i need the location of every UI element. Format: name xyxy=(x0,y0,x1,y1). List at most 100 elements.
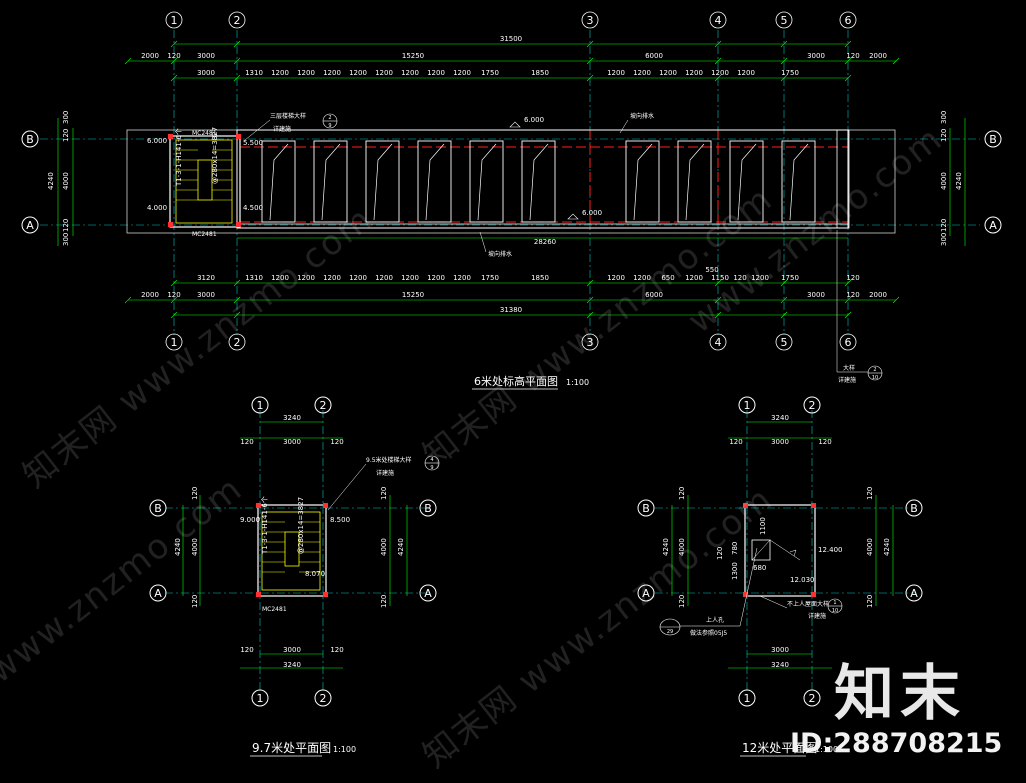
p12-dim-top-edge-l: 120 xyxy=(729,438,742,446)
axis-label-1: 1 xyxy=(171,14,178,27)
skylight-panel xyxy=(521,140,556,223)
p97-dim-rside-outer: 4240 xyxy=(397,538,405,556)
elev-low-left: 4.500 xyxy=(243,204,263,212)
elev-top-mid: 6.000 xyxy=(524,116,544,124)
p12-axis-2-bottom: 2 xyxy=(809,692,816,705)
stair-label-2: @280x14=3827 xyxy=(211,127,219,184)
p12-axis-1-top: 1 xyxy=(744,399,751,412)
axis-bubble-4-bottom: 4 xyxy=(709,333,727,351)
p97-dim-side-inner: 4000 xyxy=(191,538,199,556)
dim-text: 1310 xyxy=(245,274,263,282)
dim-text: 120 xyxy=(167,52,180,60)
axis-label-2: 2 xyxy=(234,336,241,349)
dim-text: 1200 xyxy=(659,69,677,77)
dim-text: 1200 xyxy=(271,69,289,77)
elev-top-left: 6.000 xyxy=(147,137,167,145)
p12-dim-rside-outer: 4240 xyxy=(883,538,891,556)
p12-axis-A-left: A xyxy=(642,587,650,600)
main-plan-title: 6米处标高平面图 xyxy=(474,374,558,388)
p97-dim-top-edge-l: 120 xyxy=(240,438,253,446)
axis-bubble-5-top: 5 xyxy=(775,11,793,29)
p12-ladder-ref: 1 xyxy=(833,600,836,606)
p12-title: 12米处平面图 xyxy=(742,741,817,755)
axis-bubble-3-top: 3 xyxy=(581,11,599,29)
axis-B-right: B xyxy=(989,133,997,146)
parapet-label: 大样 xyxy=(843,364,855,372)
dim-inner: 28260 xyxy=(534,238,556,246)
side-dim-r-top1: 300 xyxy=(940,111,948,124)
p97-stair-label-2: @280x14=3827 xyxy=(297,497,305,554)
dim-text: 1200 xyxy=(271,274,289,282)
side-dim-r-inner: 4000 xyxy=(940,172,948,190)
p97-dim-top-edge-r: 120 xyxy=(330,438,343,446)
p97-axis-2-bottom: 2 xyxy=(320,692,327,705)
skylight-panels xyxy=(261,140,816,223)
p12-note-c: 680 xyxy=(753,564,766,572)
dim-text: 120 xyxy=(846,291,859,299)
p12-elev-inner: 12.030 xyxy=(790,576,815,584)
p97-scale: 1:100 xyxy=(333,745,356,754)
skylight-panel xyxy=(677,140,712,223)
p97-dim-top-outer: 3240 xyxy=(283,414,301,422)
dim-text: 1200 xyxy=(737,69,755,77)
p97-axis-1-bottom: 1 xyxy=(257,692,264,705)
p12-dim-side-outer: 4240 xyxy=(662,538,670,556)
skylight-panel xyxy=(313,140,348,223)
side-dim-outer: 4240 xyxy=(47,172,55,190)
p97-dim-rside-edge-t: 120 xyxy=(380,487,388,500)
dim-text: 2000 xyxy=(869,52,887,60)
dim-text: 1200 xyxy=(427,69,445,77)
grid-lines-vertical xyxy=(173,30,849,335)
p12-scale: 1:100 xyxy=(815,745,838,754)
dim-text: 2000 xyxy=(141,52,159,60)
dim-text: 120 xyxy=(846,274,859,282)
axis-bubble-5-bottom: 5 xyxy=(775,333,793,351)
p12-access-ref: 29 xyxy=(667,629,673,635)
axis-bubble-1-top: 1 xyxy=(165,11,183,29)
skylight-panel xyxy=(261,140,296,223)
p12-axis-2-top: 2 xyxy=(809,399,816,412)
p97-dim-side-outer: 4240 xyxy=(174,538,182,556)
p12-ladder-sub: 详建施 xyxy=(808,612,826,620)
p97-dim-bot-edge-r: 120 xyxy=(330,646,343,654)
dim-overall-bottom: 31380 xyxy=(500,306,522,314)
brand-id: ID:288708215 xyxy=(790,728,1003,759)
skylight-panel xyxy=(625,140,660,223)
skylight-panel xyxy=(365,140,400,223)
p12-access-sheet: 做法参照05J5 xyxy=(690,629,727,637)
dim-text: 120 xyxy=(733,274,746,282)
side-dim-r-outer: 4240 xyxy=(955,172,963,190)
dim-text: 650 xyxy=(661,274,674,282)
p12-axis-B-right: B xyxy=(910,502,918,515)
parapet-sub: 详建施 xyxy=(838,376,856,384)
plan-9-7: T1-3-1-H141-6个 @280x14=3827 1 2 1 2 B A … xyxy=(149,396,440,757)
p97-axis-2-top: 2 xyxy=(320,399,327,412)
slope-note-bottom: 坡向排水 xyxy=(488,250,512,258)
dim-text: 1200 xyxy=(427,274,445,282)
p97-dim-bot-outer: 3240 xyxy=(283,661,301,669)
p97-axis-B-right: B xyxy=(424,502,432,515)
dim-text: 1750 xyxy=(781,69,799,77)
dim-text: 1200 xyxy=(607,69,625,77)
axis-bubble-2-top: 2 xyxy=(228,11,246,29)
dim-text: 1200 xyxy=(453,274,471,282)
p97-title: 9.7米处平面图 xyxy=(252,741,331,755)
dim-text: 1200 xyxy=(401,274,419,282)
stair-core xyxy=(169,135,241,228)
dim-ticks xyxy=(124,40,900,319)
dim-text: 1150 xyxy=(711,274,729,282)
dim-text: 2000 xyxy=(141,291,159,299)
axis-bubble-6-top: 6 xyxy=(839,11,857,29)
plan-12: 1 2 1 2 B A B A 3240 3000 120 120 3000 3… xyxy=(637,396,923,757)
door-tag-top: MC2481 xyxy=(192,130,217,137)
dim-text: 1200 xyxy=(607,274,625,282)
dim-text: 1200 xyxy=(375,69,393,77)
axis-label-6: 6 xyxy=(845,336,852,349)
axis-label-6: 6 xyxy=(845,14,852,27)
p12-dim-top-outer: 3240 xyxy=(771,414,789,422)
